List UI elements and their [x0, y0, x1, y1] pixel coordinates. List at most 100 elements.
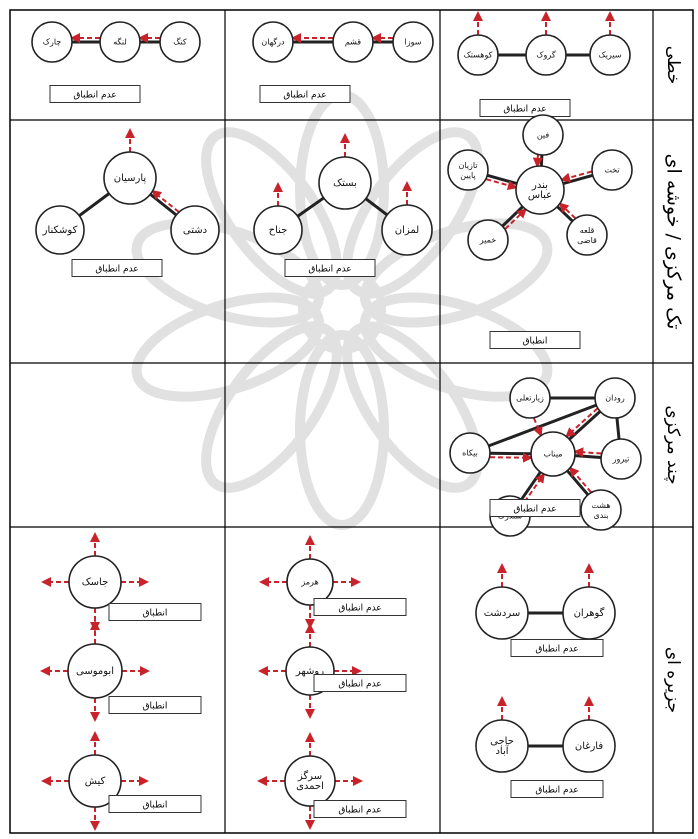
flow-arrow — [569, 466, 592, 493]
status-box — [108, 795, 202, 813]
flow-arrow — [560, 170, 592, 183]
settlement-node — [449, 432, 491, 474]
node-label-line: آباد — [495, 744, 509, 757]
watermark-petal — [359, 218, 553, 328]
row-header: چند مرکزی — [663, 405, 683, 484]
node-label: کوشکنار — [42, 225, 78, 236]
node-label: گوهران — [574, 607, 605, 619]
table-border — [9, 9, 694, 834]
link-line — [574, 454, 602, 460]
row-header: خطی — [663, 46, 683, 85]
node-label: گروک — [536, 50, 555, 60]
settlement-node — [284, 755, 336, 807]
settlement-node — [457, 34, 499, 76]
link-line — [556, 205, 574, 223]
watermark-petal — [342, 321, 483, 493]
flow-arrow — [151, 189, 180, 213]
link-line — [520, 471, 542, 501]
status-box — [108, 603, 202, 621]
node-label-line: عباس — [528, 190, 552, 201]
settlement-node — [68, 555, 122, 609]
node-label-line: تازیان — [458, 161, 477, 170]
flow-arrow — [504, 208, 527, 230]
status-box — [259, 85, 351, 103]
flow-arrow — [558, 202, 577, 220]
settlement-node — [591, 149, 633, 191]
flow-arrow — [532, 417, 543, 438]
link-line — [149, 193, 178, 217]
status-box — [71, 259, 163, 277]
flow-arrow — [532, 154, 543, 168]
node-label: سردشت — [484, 608, 521, 619]
status-label: عدم انطباق — [338, 604, 381, 614]
settlement-node — [252, 21, 294, 63]
status-label: انطباق — [143, 609, 168, 619]
status-label: عدم انطباق — [308, 265, 351, 275]
node-label: ابوموسی — [76, 666, 114, 677]
watermark-petal — [131, 218, 325, 328]
watermark-petal — [131, 292, 325, 402]
link-line — [539, 154, 544, 167]
status-box — [284, 259, 376, 277]
node-label: فارغان — [575, 741, 603, 752]
status-label: عدم انطباق — [503, 105, 546, 115]
node-label: چارک — [43, 38, 61, 47]
node-label-line: قلعه — [580, 226, 595, 235]
settlement-node — [515, 165, 565, 215]
status-box — [489, 499, 581, 517]
node-label-line: قاضی — [577, 236, 597, 245]
node-label-line: حاجی — [490, 736, 514, 747]
status-box — [510, 639, 604, 657]
status-box — [510, 780, 604, 798]
node-label: روشهر — [295, 666, 324, 677]
node-label: خمیر — [479, 236, 496, 245]
node-label: سیریک — [599, 51, 622, 60]
node-label: هرمز — [300, 578, 318, 587]
link-line — [296, 196, 325, 218]
link-line — [568, 410, 602, 441]
flow-arrow — [565, 407, 599, 438]
settlement-node — [332, 21, 374, 63]
status-label: انطباق — [143, 801, 168, 811]
link-line — [486, 173, 518, 186]
link-line — [562, 173, 594, 186]
settlement-node — [318, 156, 372, 210]
watermark-petal — [201, 127, 342, 299]
row-header: تک مرکزی / خوشه ای — [663, 154, 685, 330]
settlement-node — [600, 438, 642, 480]
watermark-rosette — [131, 90, 553, 530]
settlement-node — [99, 21, 141, 63]
node-label: دشتی — [183, 225, 207, 236]
link-line — [364, 197, 388, 217]
watermark-petal — [359, 292, 553, 402]
status-box — [49, 85, 141, 103]
node-label: زیارتعلی — [516, 394, 544, 403]
settlement-node — [566, 214, 608, 256]
status-label: انطباق — [523, 337, 548, 347]
node-label: بستک — [333, 178, 357, 189]
settlement-node — [475, 719, 529, 773]
cell-r2-c0: رودانزیارتعلیمیناببیکاهتیرورهشتبندیسندرک… — [449, 377, 642, 537]
settlement-node — [103, 151, 157, 205]
node-label-line: بندر — [531, 180, 548, 191]
node-label: قشم — [345, 38, 361, 47]
settlement-node — [525, 34, 567, 76]
settlement-node — [475, 586, 529, 640]
settlement-node — [31, 21, 73, 63]
settlement-node — [159, 21, 201, 63]
settlement-node — [447, 149, 489, 191]
settlement-node — [253, 205, 303, 255]
status-box — [479, 99, 571, 117]
